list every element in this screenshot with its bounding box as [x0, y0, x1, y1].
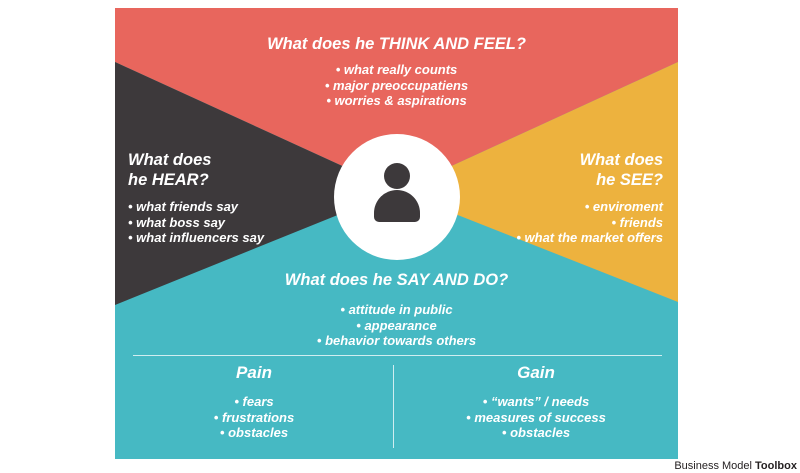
bullet-item: • what influencers say: [128, 230, 265, 245]
bullet-item: • what friends say: [128, 199, 239, 214]
bullet-item: • obstacles: [501, 425, 571, 440]
bullet-item: • worries & aspirations: [326, 93, 467, 108]
pain-title: Pain: [236, 363, 272, 382]
empathy-map: What does he THINK AND FEEL? • what real…: [115, 8, 678, 459]
pain-gain-vertical-divider: [393, 365, 394, 448]
bullet-item: • what the market offers: [516, 230, 663, 245]
section-say-do: What does he SAY AND DO? • attitude in p…: [115, 270, 678, 349]
gain-bullets: • “wants” / needs• measures of success• …: [394, 394, 678, 441]
bullet-item: • frustrations: [213, 409, 295, 425]
section-think-feel: What does he THINK AND FEEL? • what real…: [115, 34, 678, 109]
bullet-item: • “wants” / needs: [482, 394, 590, 409]
person-body: [374, 190, 420, 222]
see-title-line1: What does: [579, 151, 663, 169]
see-bullets: • enviroment• friends• what the market o…: [516, 199, 663, 246]
bullet-item: • behavior towards others: [316, 333, 477, 348]
brand-credit-bold: Toolbox: [755, 460, 797, 472]
say-do-title: What does he SAY AND DO?: [284, 271, 509, 289]
section-hear: What does he HEAR? • what friends say• w…: [128, 150, 264, 246]
see-title-line2: he SEE?: [596, 171, 663, 189]
pain-bullets: • fears• frustrations• obstacles: [115, 394, 393, 441]
bullet-item: • obstacles: [219, 425, 289, 440]
bullet-item: • major preoccupatiens: [324, 77, 469, 93]
bullet-item: • what really counts: [335, 62, 458, 77]
bullet-item: • enviroment: [584, 199, 663, 214]
brand-credit: Business Model Toolbox: [674, 460, 797, 473]
hear-bullets: • what friends say• what boss say• what …: [128, 199, 264, 246]
hear-title-line2: he HEAR?: [128, 171, 209, 189]
section-gain: Gain • “wants” / needs• measures of succ…: [394, 362, 678, 441]
section-see: What does he SEE? • enviroment• friends•…: [516, 150, 663, 246]
bullet-item: • measures of success: [466, 409, 606, 425]
person-head: [384, 163, 410, 189]
brand-credit-regular: Business Model: [674, 460, 756, 472]
section-pain: Pain • fears• frustrations• obstacles: [115, 362, 393, 441]
gain-title: Gain: [517, 363, 555, 382]
bullet-item: • friends: [611, 214, 663, 230]
bullet-item: • attitude in public: [340, 302, 453, 317]
bullet-item: • appearance: [356, 317, 437, 333]
pain-gain-top-divider: [133, 355, 662, 356]
person-icon: [334, 163, 460, 222]
think-feel-title: What does he THINK AND FEEL?: [267, 35, 526, 53]
bullet-item: • fears: [234, 394, 274, 409]
say-do-bullets: • attitude in public• appearance• behavi…: [115, 302, 678, 349]
hear-title-line1: What does: [128, 151, 212, 169]
think-feel-bullets: • what really counts• major preoccupatie…: [115, 62, 678, 109]
persona-circle: [334, 134, 460, 260]
bullet-item: • what boss say: [128, 214, 226, 230]
